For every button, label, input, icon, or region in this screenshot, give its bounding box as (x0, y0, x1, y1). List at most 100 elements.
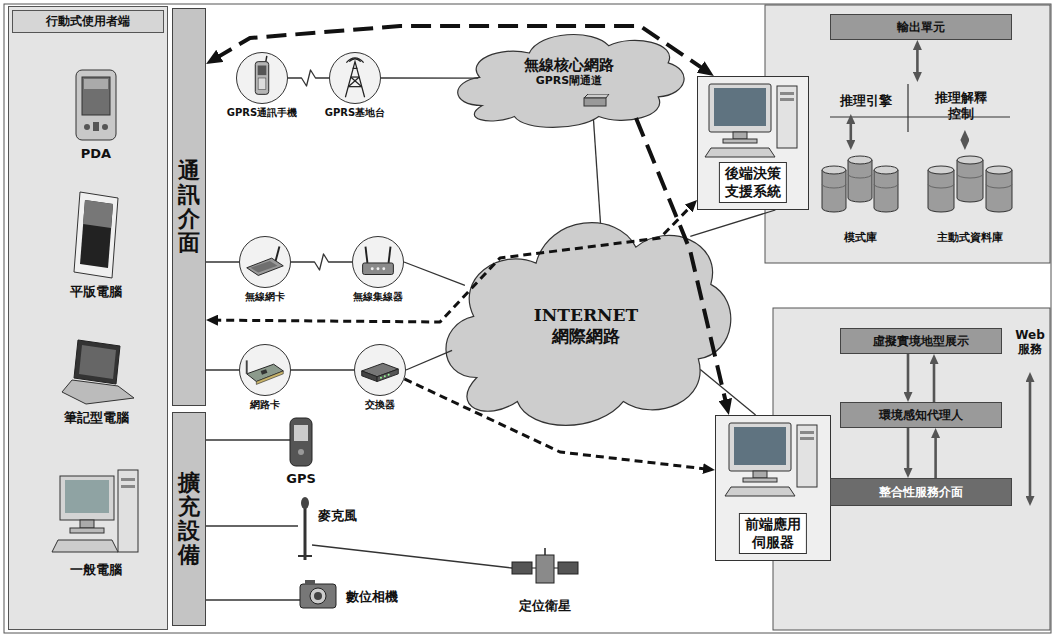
satellite-label: 定位衛星 (519, 598, 571, 614)
network-link (700, 370, 755, 415)
tablet-icon (74, 192, 118, 278)
database-label: 模式庫 (844, 230, 877, 245)
hub-icon (366, 247, 368, 263)
microphone-icon (304, 506, 307, 560)
hub-icon (389, 247, 391, 263)
device-circle: GPRS通訊手機 (236, 52, 288, 104)
device-circle: GPRS基地台 (329, 52, 381, 104)
tower-icon (351, 77, 362, 87)
database-cylinders (822, 170, 846, 212)
peripheral-wire (312, 545, 512, 568)
database-cylinders (874, 184, 898, 188)
computer-icon (705, 148, 775, 157)
gateway-icon (584, 94, 609, 98)
satellite-icon (558, 562, 578, 574)
gps-icon (290, 418, 312, 466)
computer-icon (703, 80, 803, 160)
database-icon: 模式庫 (818, 150, 902, 246)
tower-icon (348, 86, 361, 87)
module-bar: 輸出單元 (830, 14, 1012, 40)
server-label: 前端應用伺服器 (739, 513, 807, 554)
network-link (291, 254, 352, 270)
double-arrow (916, 46, 919, 76)
ncard-icon (256, 371, 283, 384)
cloud-subtitle: GPRS閘通道 (536, 74, 602, 88)
device-label: GPRS通訊手機 (227, 106, 297, 120)
peripheral-label: GPS (286, 471, 316, 487)
server-box: 前端應用伺服器 (715, 415, 831, 561)
database-cylinders (986, 166, 1012, 174)
tower-icon (346, 58, 363, 63)
module-label: 整合性服務介面 (879, 484, 963, 501)
network-link (406, 350, 452, 370)
client-panel: 行動式使用者端 (8, 6, 168, 630)
panel-ground (8, 6, 168, 630)
device-circle: 交換器 (354, 344, 406, 396)
database-cylinders (848, 160, 872, 202)
database-cylinders (848, 174, 872, 178)
camera-icon (310, 588, 326, 604)
pda-icon (84, 124, 90, 130)
double-arrow (964, 136, 967, 144)
laptop-icon (62, 340, 134, 404)
database-cylinders (822, 184, 846, 188)
camera-icon (300, 580, 336, 608)
desktop-icon (121, 478, 135, 481)
computer-icon (780, 98, 794, 101)
panel-heading: 行動式使用者端 (12, 10, 164, 33)
gps-icon (294, 425, 308, 441)
pda-icon (102, 124, 108, 130)
database-cylinders (874, 170, 898, 212)
database-cylinders (986, 184, 1012, 188)
pda-icon (93, 122, 99, 131)
device-circle: 無線集線器 (352, 236, 404, 288)
divider-line (830, 116, 1010, 117)
computer-icon (800, 431, 814, 434)
module-label: 輸出單元 (897, 19, 945, 36)
module-bar: 環境感知代理人 (840, 402, 1002, 428)
computer-icon (725, 487, 795, 496)
gps-icon (290, 418, 312, 466)
desktop-icon (70, 528, 104, 533)
hub-icon (371, 267, 374, 270)
desktop-icon (52, 470, 138, 552)
engine-block: 推理解釋 控制 (912, 82, 1010, 130)
wcard-icon (276, 247, 280, 261)
tablet-icon (74, 192, 118, 278)
hub-icon (377, 267, 380, 270)
gateway-icon (583, 94, 610, 107)
computer-icon (800, 437, 814, 440)
module-label: 環境感知代理人 (879, 407, 963, 424)
cloud-shape (458, 35, 684, 128)
double-arrow (933, 360, 936, 402)
laptop-icon (74, 340, 120, 384)
hub-icon (353, 237, 403, 287)
computer-icon (723, 139, 757, 143)
device-label: 無線集線器 (353, 290, 403, 304)
tablet-icon (80, 200, 113, 268)
tablet-icon (83, 200, 113, 228)
network-link (594, 120, 601, 223)
network-link (690, 210, 775, 236)
switch-icon (377, 369, 398, 382)
device-circle: 網路卡 (239, 344, 291, 396)
peripheral-wire (206, 439, 290, 440)
tower-icon (353, 68, 358, 69)
service-arrow (1029, 378, 1032, 500)
divider-line (830, 84, 1010, 132)
computer-icon (743, 478, 777, 482)
peripheral-wire (206, 599, 300, 600)
satellite-icon (512, 548, 578, 583)
desktop-icon (65, 480, 109, 513)
tower-icon (345, 58, 364, 97)
computer-icon (780, 92, 794, 95)
satellite-icon (544, 548, 546, 555)
band-label: 通訊介面 (178, 159, 200, 256)
computer-icon (714, 88, 766, 126)
pda-icon (76, 70, 116, 140)
pda-icon (76, 70, 116, 140)
computer-icon (723, 419, 823, 499)
peripheral-label: 數位相機 (346, 589, 398, 605)
phone-icon (265, 56, 267, 62)
peripheral-label: 麥克風 (318, 508, 357, 524)
